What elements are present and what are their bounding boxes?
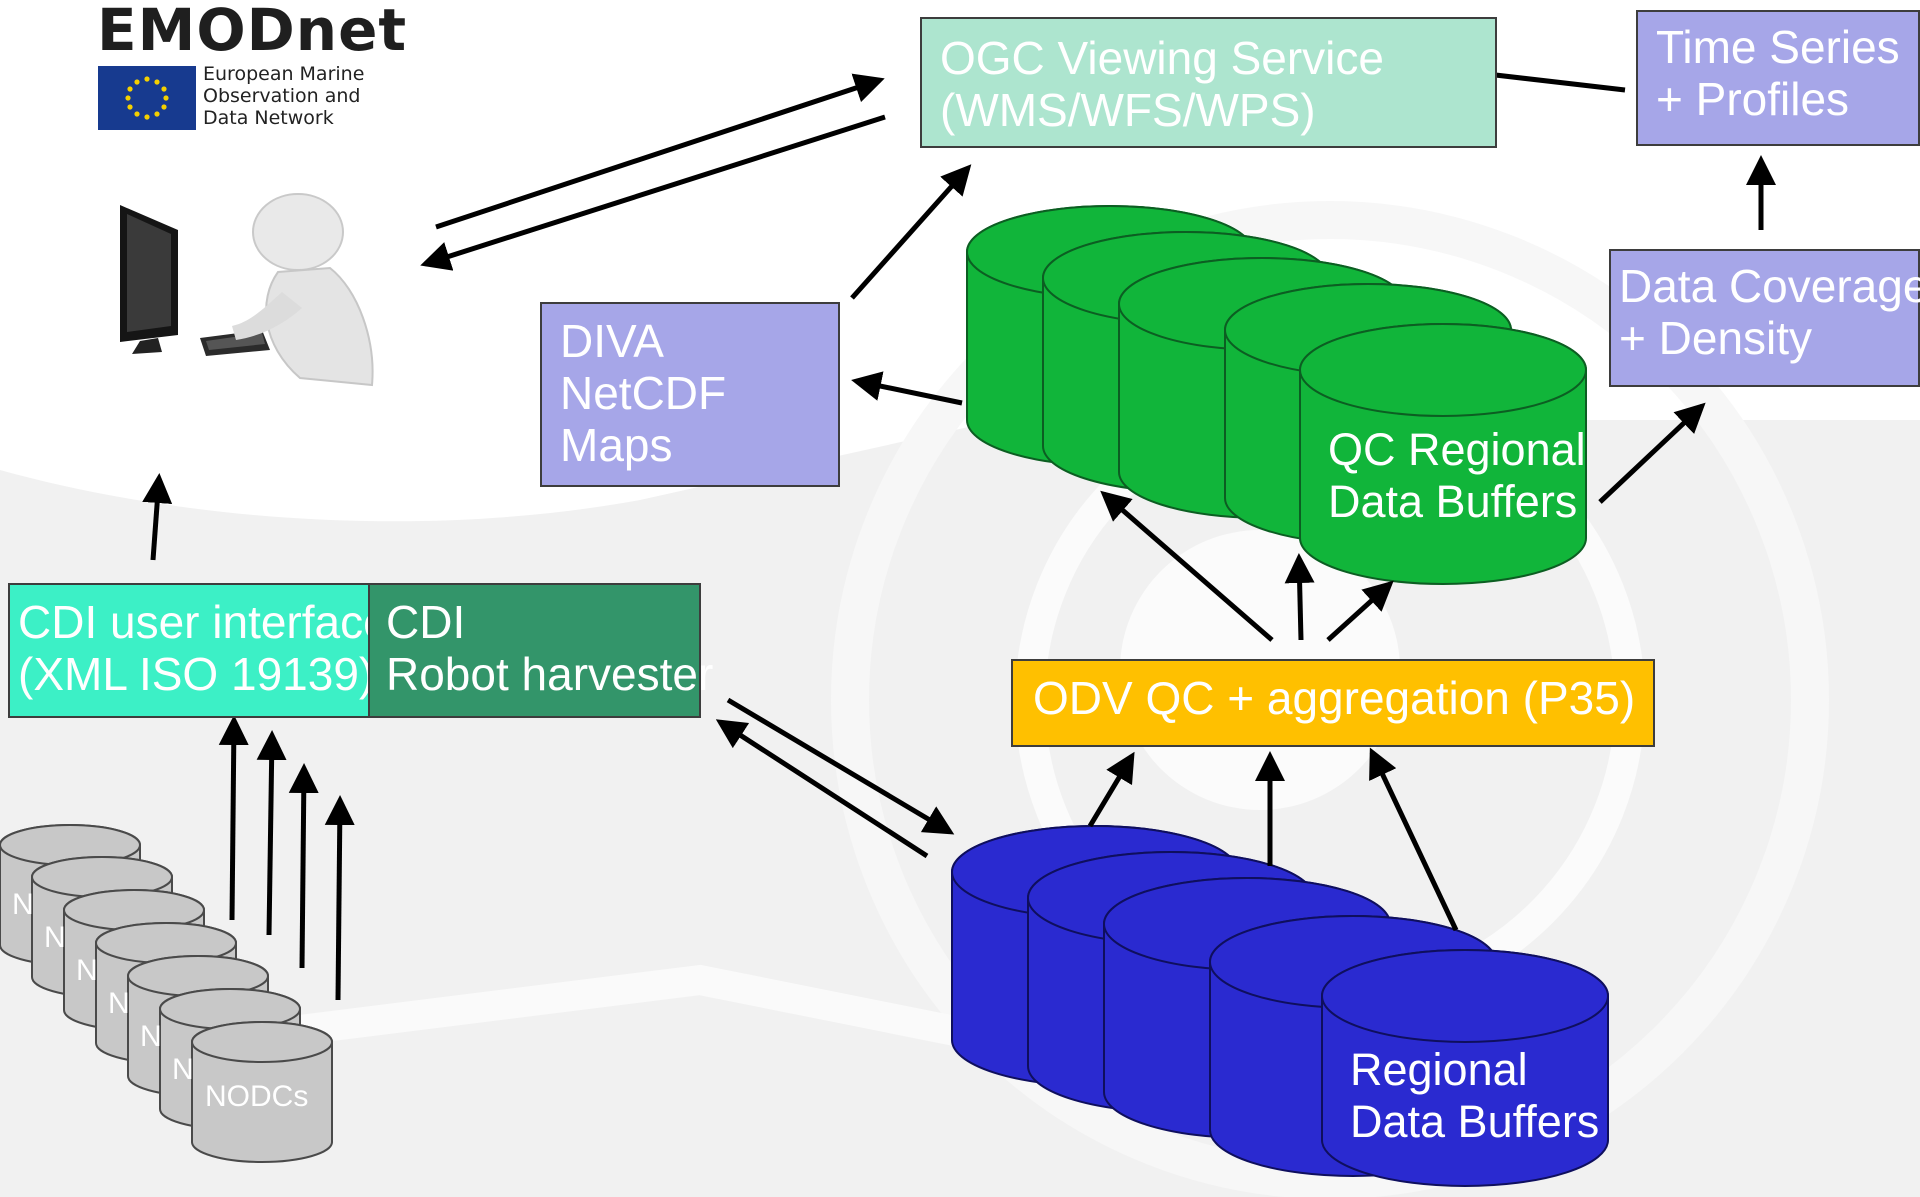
eu-flag-icon	[98, 66, 196, 130]
flow-arrows	[142, 55, 1776, 1001]
qc-buffers-label: QC Regional Data Buffers	[1328, 424, 1586, 528]
node-label: DIVA	[560, 315, 664, 367]
arrow-nodc-to-cdi-2	[256, 730, 287, 936]
node-label: ODV QC + aggregation (P35)	[1033, 672, 1636, 724]
logo-subtitle-line: Observation and	[203, 84, 361, 107]
node-label: NetCDF	[560, 366, 727, 419]
node-label: Data Buffers	[1350, 1095, 1600, 1147]
arrow-cdi-to-user	[142, 473, 173, 561]
arrow-odv-to-qc-3	[1326, 580, 1394, 642]
node-label: Data Buffers	[1328, 475, 1578, 527]
logo-subtitle-line: European Marine	[203, 63, 365, 85]
regional-cylinder-stack	[951, 825, 1609, 1187]
arrow-regional-to-odv-3	[1369, 747, 1459, 932]
arrow-cdi-to-regional	[726, 697, 955, 835]
time-series-box: Time Series + Profiles	[1636, 10, 1920, 146]
cdi-user-interface-box: CDI user interface (XML ISO 19139)	[8, 583, 389, 718]
nodc-cylinder-stack	[0, 824, 333, 1163]
node-label: CDI user interface	[18, 596, 389, 648]
node-label: Time Series	[1656, 21, 1900, 73]
arrow-odv-to-qc-1	[1100, 490, 1274, 642]
node-label: CDI	[386, 596, 466, 648]
node-label: Data Coverage	[1619, 260, 1920, 312]
odv-qc-aggregation-box: ODV QC + aggregation (P35)	[1011, 659, 1655, 747]
arrow-diva-to-ogc	[850, 164, 972, 300]
arrow-qc-to-diva	[851, 371, 963, 406]
node-label: + Profiles	[1656, 72, 1850, 125]
arrow-odv-to-qc-2	[1284, 553, 1315, 641]
node-label: Robot harvester	[386, 647, 714, 700]
nodc-partial-label: N	[76, 954, 98, 987]
node-label: OGC Viewing Service	[940, 32, 1384, 84]
arrow-regional-to-cdi	[715, 719, 929, 859]
arrow-user-to-ogc	[435, 73, 885, 230]
regional-buffers-label: Regional Data Buffers	[1350, 1044, 1599, 1148]
node-label: QC Regional	[1328, 424, 1586, 475]
arrow-qc-to-coverage	[1598, 402, 1706, 504]
ogc-viewing-service-box: OGC Viewing Service (WMS/WFS/WPS)	[920, 17, 1497, 148]
user-computer-illustration	[120, 193, 374, 387]
node-label: + Density	[1619, 311, 1813, 364]
logo-subtitle: European Marine Observation and Data Net…	[203, 63, 365, 130]
cdi-robot-harvester-box: CDI Robot harvester	[368, 583, 714, 718]
arrow-nodc-to-cdi-3	[288, 763, 319, 969]
nodc-partial-label: N	[172, 1053, 194, 1086]
data-coverage-box: Data Coverage + Density	[1609, 249, 1920, 387]
node-label: (WMS/WFS/WPS)	[940, 83, 1316, 136]
arrow-regional-to-odv-1	[1087, 751, 1135, 828]
nodc-partial-label: N	[44, 921, 66, 954]
qc-cylinder-stack	[966, 205, 1587, 585]
node-label: (XML ISO 19139)	[18, 647, 375, 700]
nodc-partial-label: N	[108, 987, 130, 1020]
node-label: Maps	[560, 418, 673, 471]
logo-subtitle-line: Data Network	[203, 106, 334, 129]
nodc-partial-label: N	[140, 1020, 162, 1053]
nodcs-label: NODCs	[205, 1080, 309, 1113]
arrow-nodc-to-cdi-1	[218, 715, 249, 921]
diva-maps-box: DIVA NetCDF Maps	[540, 302, 840, 487]
arrow-nodc-to-cdi-4	[324, 795, 355, 1001]
logo-title: EMODnet	[97, 0, 408, 64]
arrow-ogc-to-user	[420, 114, 886, 271]
nodc-partial-label: N	[12, 888, 34, 921]
node-label: Regional	[1350, 1044, 1528, 1095]
